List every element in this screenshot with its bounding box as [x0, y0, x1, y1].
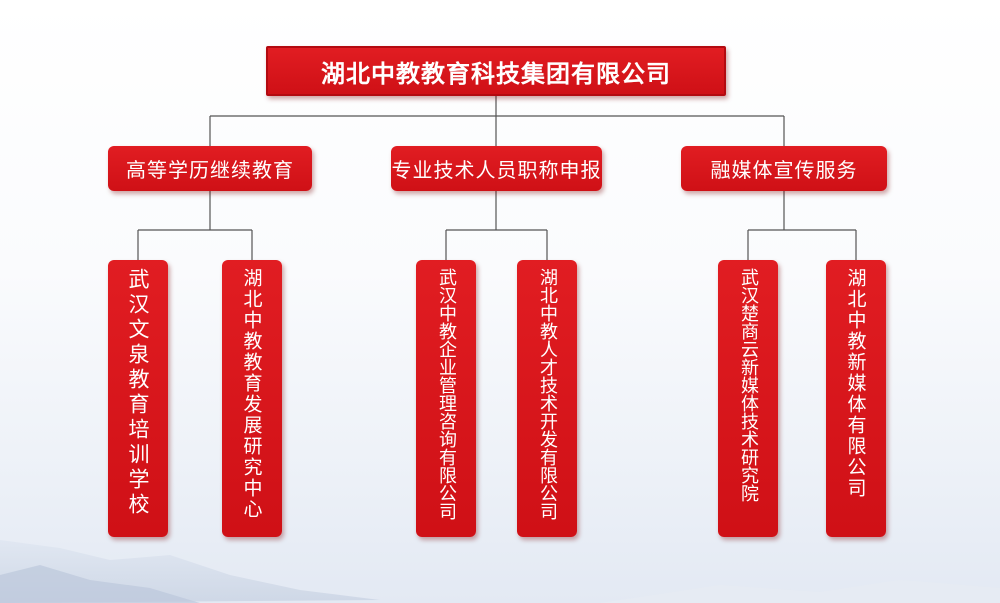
subsidiary-box: 武汉楚商云新媒体技术研究院	[718, 260, 778, 537]
subsidiary-label: 武汉楚商云新媒体技术研究院	[738, 268, 759, 502]
category-label: 融媒体宣传服务	[710, 158, 858, 182]
category-box-professional-title: 专业技术人员职称申报	[391, 146, 602, 191]
root-company-box: 湖北中教教育科技集团有限公司	[266, 46, 726, 96]
subsidiary-label: 湖北中教新媒体有限公司	[844, 268, 867, 499]
category-label: 专业技术人员职称申报	[391, 158, 602, 182]
subsidiary-box: 湖北中教教育发展研究中心	[222, 260, 282, 537]
category-box-higher-education: 高等学历继续教育	[108, 146, 312, 191]
subsidiary-box: 湖北中教新媒体有限公司	[826, 260, 886, 537]
subsidiary-label: 湖北中教人才技术开发有限公司	[537, 268, 558, 520]
subsidiary-label: 武汉文泉教育培训学校	[126, 268, 150, 518]
subsidiary-box: 湖北中教人才技术开发有限公司	[517, 260, 577, 537]
subsidiary-label: 湖北中教教育发展研究中心	[240, 268, 263, 520]
subsidiary-label: 武汉中教企业管理咨询有限公司	[436, 268, 457, 520]
subsidiary-box: 武汉文泉教育培训学校	[108, 260, 168, 537]
category-label: 高等学历继续教育	[126, 158, 294, 182]
root-company-label: 湖北中教教育科技集团有限公司	[321, 59, 671, 88]
subsidiary-box: 武汉中教企业管理咨询有限公司	[416, 260, 476, 537]
category-box-media-services: 融媒体宣传服务	[681, 146, 887, 191]
